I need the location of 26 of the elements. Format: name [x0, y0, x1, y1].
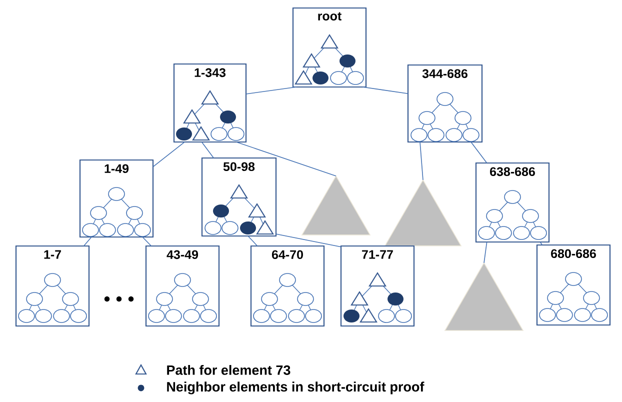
tree-box: 344-686 [407, 64, 483, 143]
connector-line [246, 86, 297, 94]
connector-line [83, 236, 92, 246]
connector-line [152, 142, 186, 168]
connector-line [236, 142, 336, 176]
connector-line [362, 86, 408, 94]
tree-box: 43-49 [145, 245, 220, 327]
tree-box: 71-77 [340, 245, 415, 327]
connector-line [142, 236, 152, 246]
connector-line [540, 242, 543, 246]
tree-box: root [292, 7, 367, 88]
tree-box: 1-49 [79, 159, 154, 238]
connector-line [420, 142, 424, 180]
tree-box: 64-70 [250, 245, 325, 327]
connector-line [201, 142, 214, 158]
tree-box: 1-343 [173, 63, 247, 143]
legend-text: Neighbor elements in short-circuit proof [167, 382, 424, 394]
legend-text: Path for element 73 [167, 365, 290, 375]
connector-line [484, 242, 488, 264]
connector-line [276, 234, 342, 248]
connector-line [248, 236, 258, 246]
tree-box: 638-686 [475, 162, 550, 243]
tree-box: 680-686 [536, 244, 611, 326]
tree-box: 50-98 [201, 157, 277, 237]
connector-line [470, 142, 488, 164]
tree-box: 1-7 [15, 245, 90, 327]
